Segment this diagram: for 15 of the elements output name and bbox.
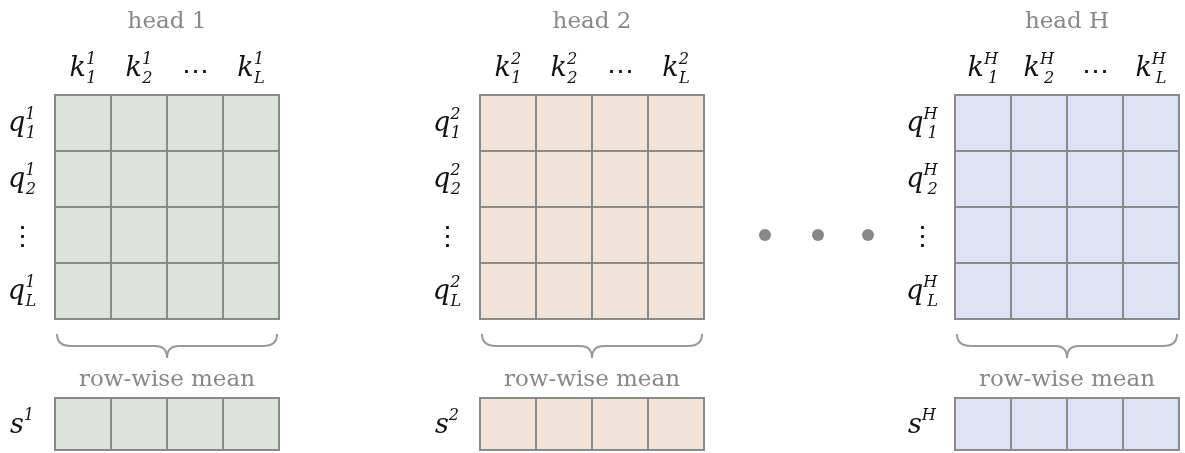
ellipsis: ⋮ <box>8 221 36 249</box>
ellipsis: ⋮ <box>433 221 461 249</box>
head-title: head H <box>1024 8 1110 32</box>
ellipsis: ⋯ <box>606 56 634 84</box>
head-title: head 2 <box>552 8 632 32</box>
score-label: s$^{H}$ <box>908 407 936 437</box>
ellipsis: ⋯ <box>181 56 209 84</box>
score-label: s$^{1}$ <box>9 407 35 437</box>
operation-label: row-wise mean <box>79 366 255 390</box>
operation-label: row-wise mean <box>504 366 680 390</box>
operation-label: row-wise mean <box>979 366 1155 390</box>
head-title: head 1 <box>127 8 207 32</box>
score-label: s$^{2}$ <box>434 407 460 437</box>
ellipsis: ⋯ <box>1081 56 1109 84</box>
ellipsis: ⋮ <box>908 221 936 249</box>
